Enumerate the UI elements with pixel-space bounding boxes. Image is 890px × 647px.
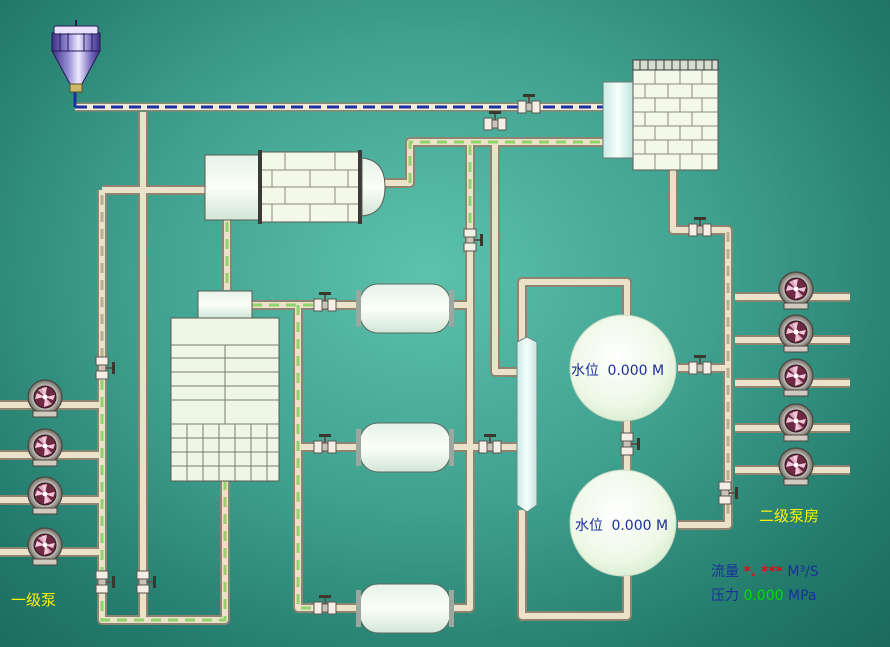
spherical-tank [569, 314, 677, 577]
valve-icon[interactable] [620, 432, 641, 456]
tank-lower-level-label: 水位 [575, 518, 603, 534]
pressure-value: 0.000 [743, 588, 784, 604]
flow-meter: 流量 *. *** M³/S [711, 561, 819, 581]
hopper-icon [51, 20, 101, 93]
cooling-tower-icon [602, 59, 719, 171]
valve-icon[interactable] [517, 93, 541, 114]
tank-lower-level-unit: M [656, 518, 669, 534]
valve-icon[interactable] [95, 570, 116, 594]
pump-icon[interactable] [778, 314, 814, 353]
heat-exchanger-icon [204, 150, 386, 224]
pump-icon[interactable] [27, 527, 63, 566]
secondary-pump-room-label: 二级泵房 [759, 507, 820, 525]
valve-icon[interactable] [478, 433, 502, 454]
pump-icon[interactable] [778, 447, 814, 486]
valve-icon[interactable] [463, 228, 484, 252]
valve-icon[interactable] [688, 216, 712, 237]
valve-icon[interactable] [483, 110, 507, 131]
valve-icon[interactable] [313, 291, 337, 312]
pipe-network [0, 92, 850, 625]
pump-icon[interactable] [27, 428, 63, 467]
tank-lower-level-value: 0.000 [611, 518, 652, 534]
primary-pumps-label: 一级泵 [11, 591, 57, 609]
tank-lower-level-readout: 水位 0.000 M [575, 515, 668, 535]
pressure-unit: MPa [788, 588, 817, 604]
flow-unit: M³/S [787, 564, 819, 580]
tank-upper-level-readout: 水位 0.000 M [571, 360, 664, 380]
valve-icon[interactable] [718, 481, 739, 505]
valve-icon[interactable] [95, 356, 116, 380]
pump-icon[interactable] [27, 476, 63, 515]
tank-upper-level-unit: M [652, 363, 665, 379]
vertical-column [516, 336, 538, 513]
valve-icon[interactable] [688, 354, 712, 375]
filter-tank-icon [356, 283, 454, 634]
pump-icon[interactable] [778, 358, 814, 397]
pressure-label: 压力 [711, 588, 739, 604]
pressure-meter: 压力 0.000 MPa [711, 585, 816, 605]
pump-icon[interactable] [778, 403, 814, 442]
tank-upper-level-value: 0.000 [607, 363, 648, 379]
tank-upper-level-label: 水位 [571, 363, 599, 379]
valve-icon[interactable] [313, 433, 337, 454]
flow-label: 流量 [711, 564, 739, 580]
valve-icon[interactable] [313, 594, 337, 615]
sedimentation-tank [170, 290, 280, 482]
pump-icon[interactable] [778, 271, 814, 310]
flow-value: *. *** [743, 564, 783, 580]
valve-icon[interactable] [136, 570, 157, 594]
pump-icon[interactable] [27, 379, 63, 418]
